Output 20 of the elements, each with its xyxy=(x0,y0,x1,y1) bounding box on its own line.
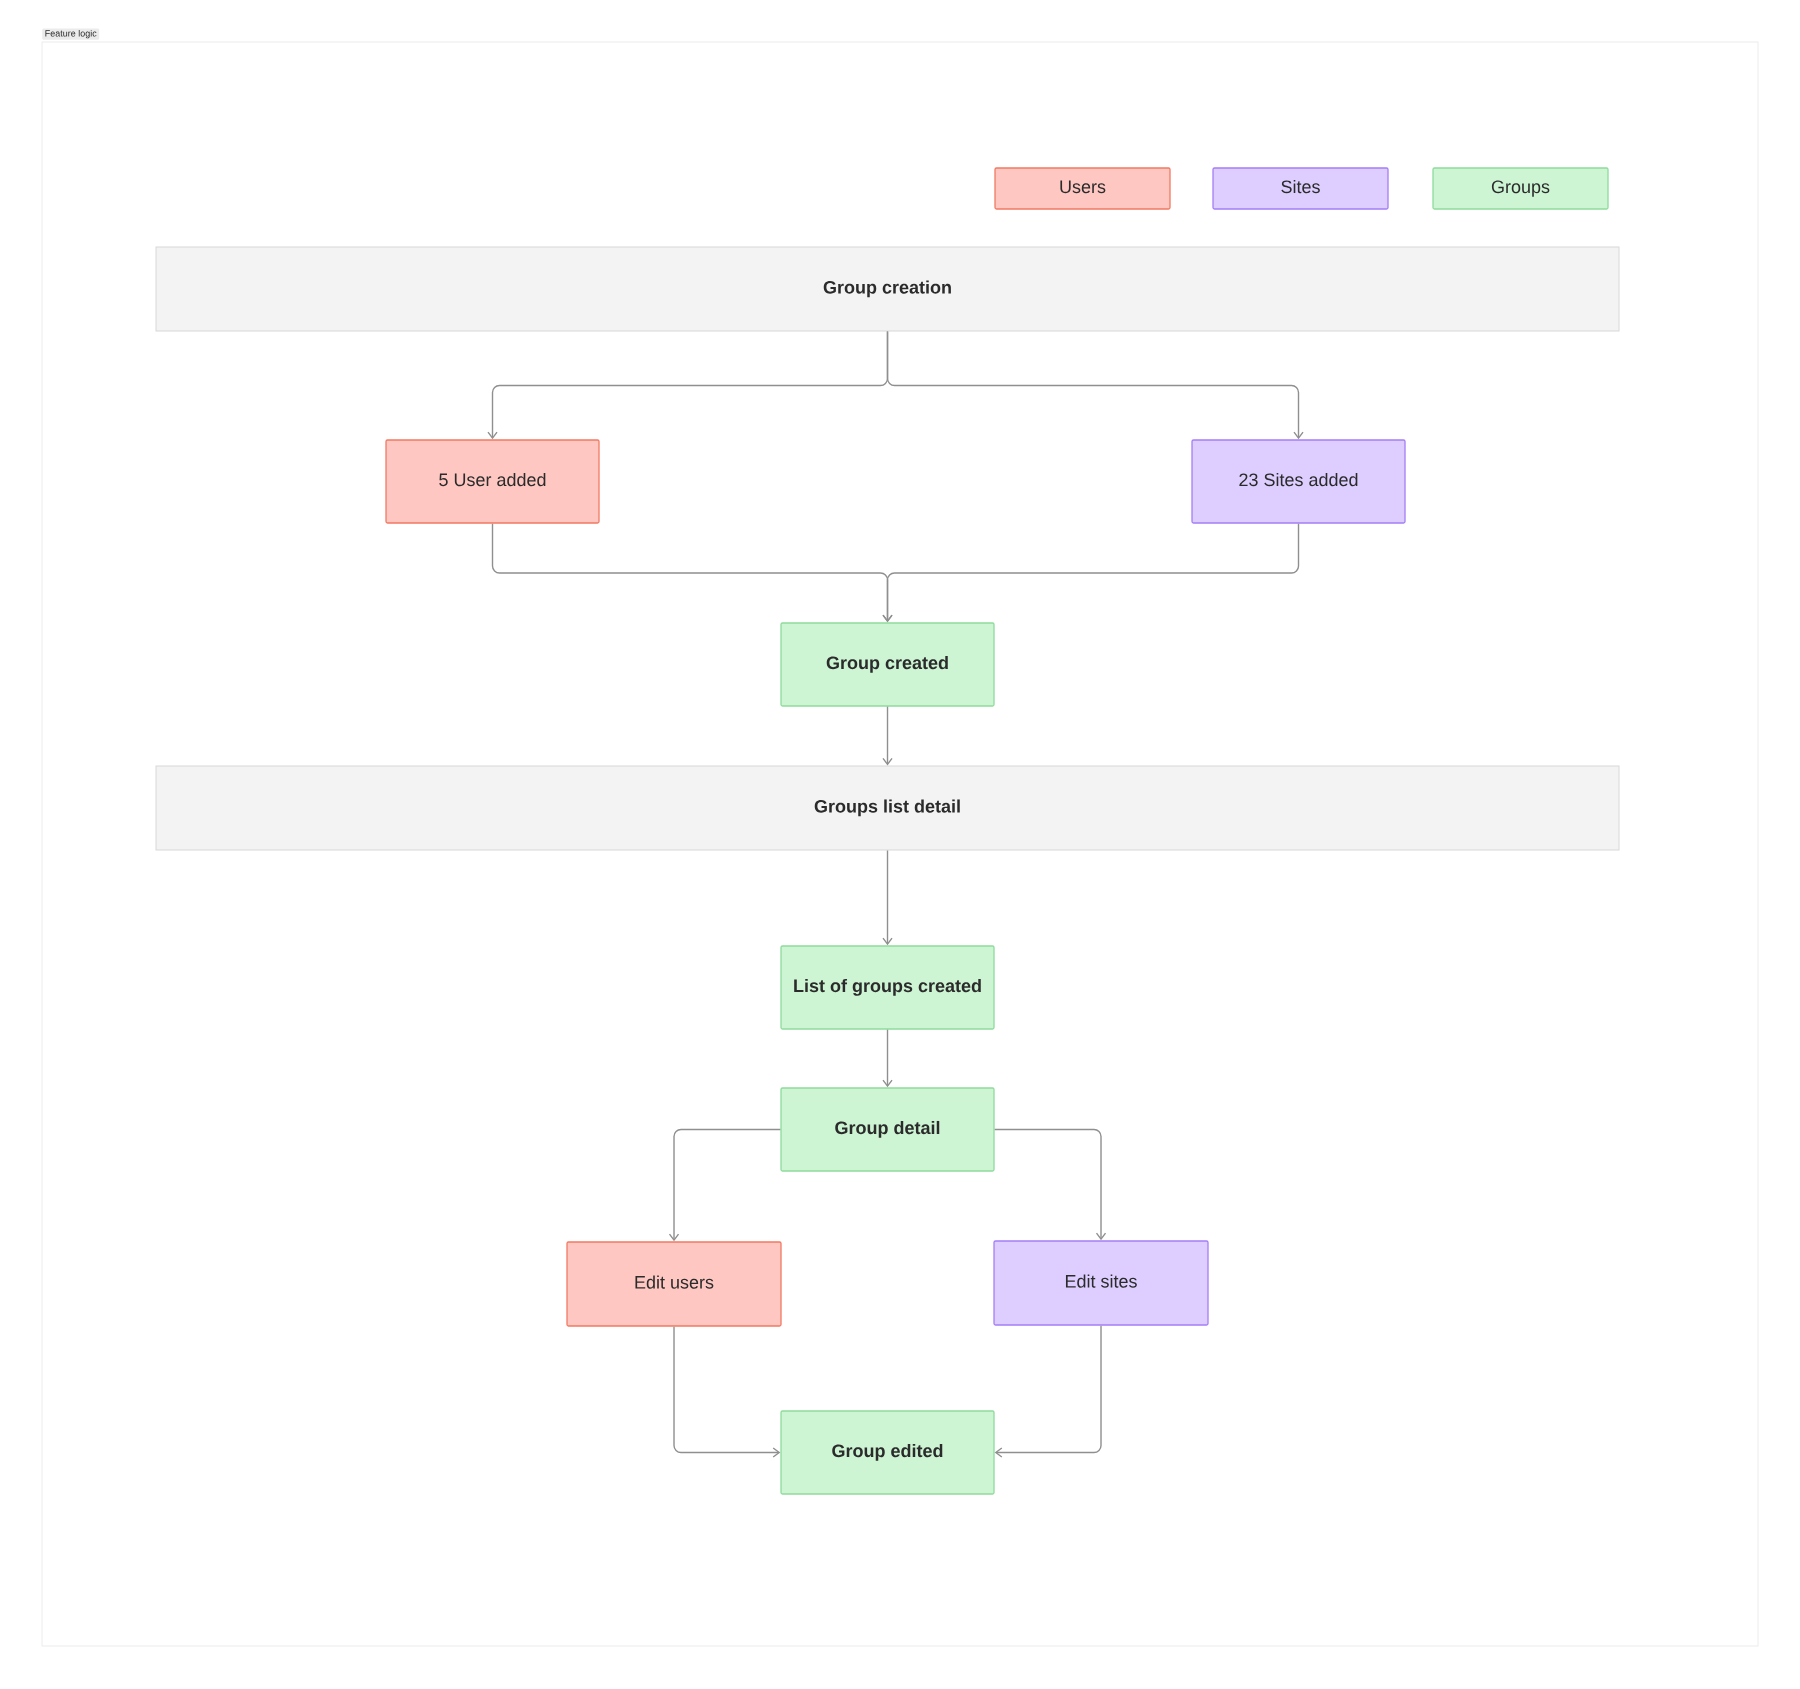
process-box: 5 User added xyxy=(385,439,600,524)
arrow xyxy=(882,705,893,766)
process-box: List of groups created xyxy=(780,945,995,1030)
process-box: Group detail xyxy=(780,1087,995,1172)
arrow xyxy=(994,1324,1102,1458)
process-box: Edit sites xyxy=(993,1240,1209,1326)
process-box: Edit users xyxy=(566,1241,782,1327)
process-box: 23 Sites added xyxy=(1191,439,1406,524)
process-box: Group edited xyxy=(780,1410,995,1495)
arrow xyxy=(882,849,893,946)
arrow xyxy=(668,1128,782,1242)
section-band: Groups list detail xyxy=(155,765,1620,851)
arrow xyxy=(882,522,1300,623)
arrow xyxy=(886,330,1304,440)
arrow xyxy=(673,1325,781,1458)
arrow xyxy=(993,1128,1107,1241)
frame-label: Feature logic xyxy=(42,28,100,40)
arrow xyxy=(882,1028,893,1088)
process-box: Group created xyxy=(780,622,995,707)
section-band: Group creation xyxy=(155,246,1620,332)
